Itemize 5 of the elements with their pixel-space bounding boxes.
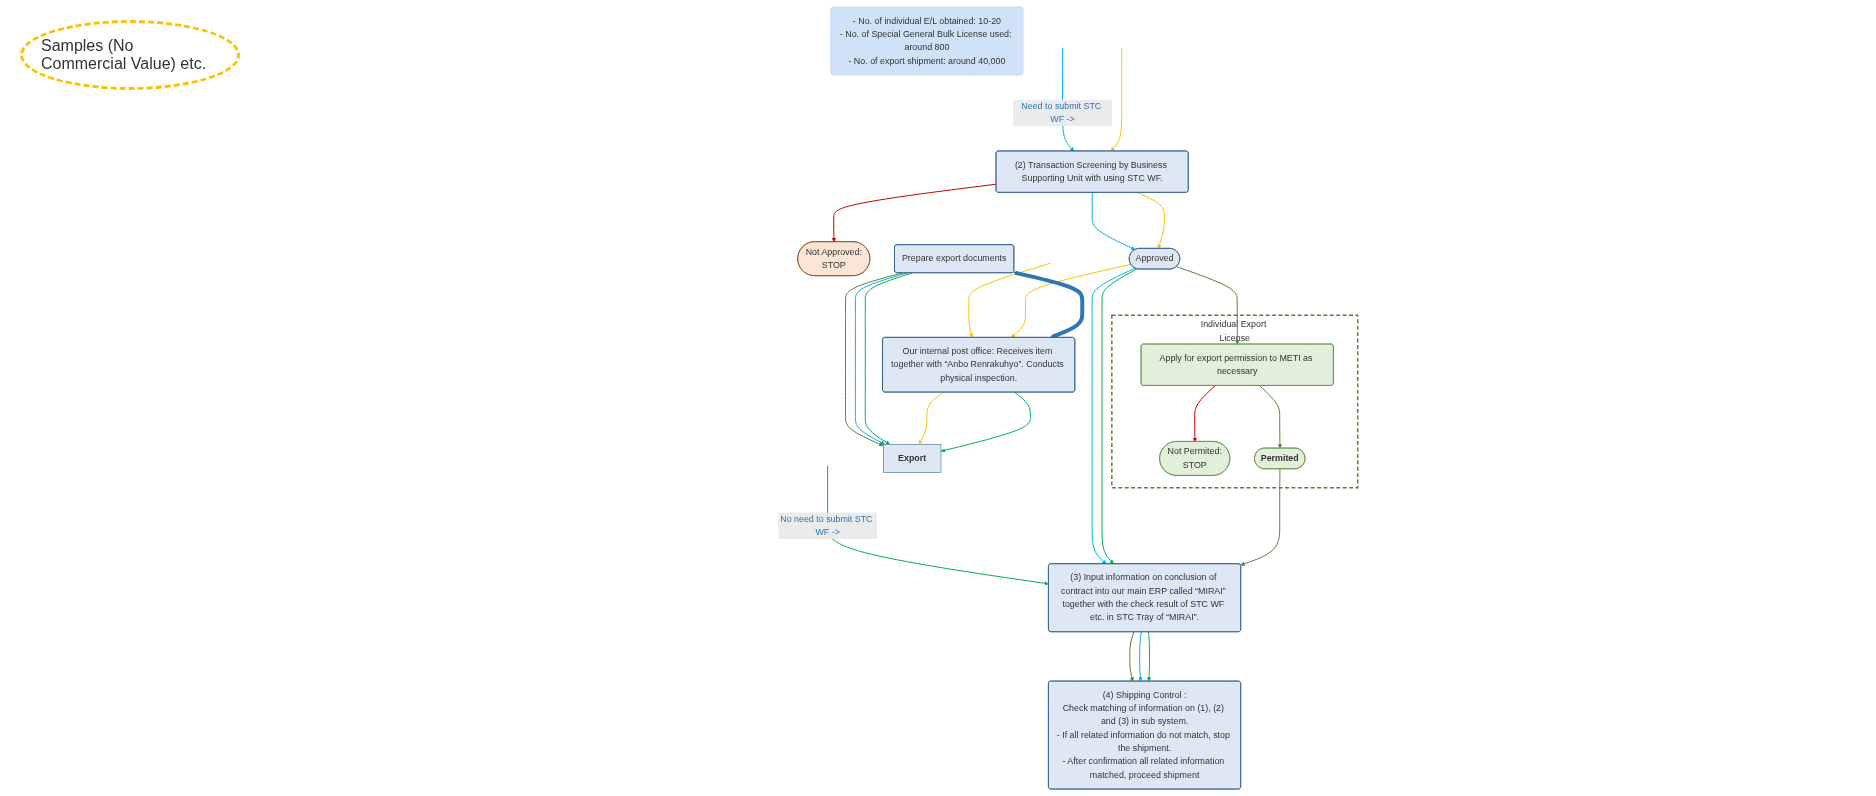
- note: Samples (No Commercial Value) etc.: [20, 20, 240, 90]
- edge-label: Need to submit STC WF ->: [1021, 101, 1102, 125]
- edge-label: No need to submit STC WF ->: [780, 513, 873, 538]
- node-box: Export: [883, 444, 942, 473]
- arrow: [1013, 270, 1085, 339]
